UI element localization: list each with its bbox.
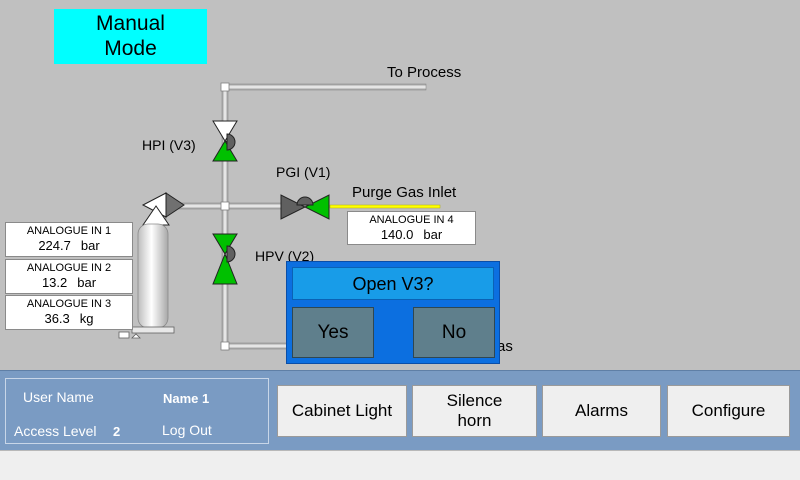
analogue-in-2: ANALOGUE IN 2 13.2 bar (5, 259, 133, 294)
hpi-valve-icon[interactable] (212, 120, 238, 162)
pgi-valve-label: PGI (V1) (276, 164, 331, 180)
user-name-value: Name 1 (163, 391, 210, 406)
user-name-label: User Name (23, 389, 94, 405)
analogue-value: 140.0 (380, 227, 414, 242)
cylinder-valve-icon[interactable] (141, 192, 185, 226)
logout-link[interactable]: Log Out (162, 422, 212, 438)
hpv-valve-icon[interactable] (212, 233, 238, 285)
analogue-in-4: ANALOGUE IN 4 140.0 bar (347, 211, 476, 245)
dialog-title: Open V3? (292, 267, 494, 300)
purge-gas-inlet-label: Purge Gas Inlet (352, 184, 457, 201)
analogue-title: ANALOGUE IN 2 (26, 262, 112, 274)
alarms-button[interactable]: Alarms (542, 385, 661, 437)
mode-indicator: Manual Mode (54, 9, 207, 64)
status-bar (0, 450, 800, 480)
pgi-valve-icon[interactable] (280, 194, 330, 220)
purge-gas-line (329, 204, 441, 209)
silence-horn-line2: horn (457, 411, 492, 430)
analogue-title: ANALOGUE IN 4 (369, 214, 454, 226)
analogue-in-1: ANALOGUE IN 1 224.7 bar (5, 222, 133, 257)
analogue-value: 13.2 (41, 275, 68, 290)
analogue-unit: kg (79, 311, 94, 326)
user-info-panel: User Name Name 1 Access Level 2 Log Out (5, 378, 269, 444)
hpi-valve-label: HPI (V3) (142, 137, 196, 153)
analogue-unit: bar (77, 275, 97, 290)
pipe-network (159, 82, 427, 351)
piping-diagram (118, 82, 441, 351)
gas-cylinder-icon (118, 223, 175, 339)
silence-horn-line1: Silence (446, 391, 503, 410)
analogue-unit: bar (80, 238, 100, 253)
analogue-unit: bar (423, 227, 443, 242)
cabinet-light-button[interactable]: Cabinet Light (277, 385, 407, 437)
analogue-value: 36.3 (44, 311, 70, 326)
analogue-in-3: ANALOGUE IN 3 36.3 kg (5, 295, 133, 330)
confirm-dialog: Open V3? Yes No (286, 261, 500, 364)
configure-button[interactable]: Configure (667, 385, 790, 437)
bottom-panel: User Name Name 1 Access Level 2 Log Out … (0, 370, 800, 450)
vent-gas-label: as (497, 338, 513, 355)
analogue-title: ANALOGUE IN 1 (26, 225, 112, 237)
analogue-title: ANALOGUE IN 3 (26, 298, 112, 310)
analogue-value: 224.7 (38, 238, 71, 253)
mode-line2: Mode (104, 37, 157, 60)
access-level-value: 2 (113, 424, 121, 439)
mode-line1: Manual (96, 12, 165, 35)
yes-button[interactable]: Yes (292, 307, 374, 358)
hpv-valve-label: HPV (V2) (255, 248, 315, 264)
to-process-label: To Process (387, 64, 462, 81)
access-level-label: Access Level (14, 423, 97, 439)
no-button[interactable]: No (413, 307, 495, 358)
silence-horn-button[interactable]: Silence horn (412, 385, 537, 437)
